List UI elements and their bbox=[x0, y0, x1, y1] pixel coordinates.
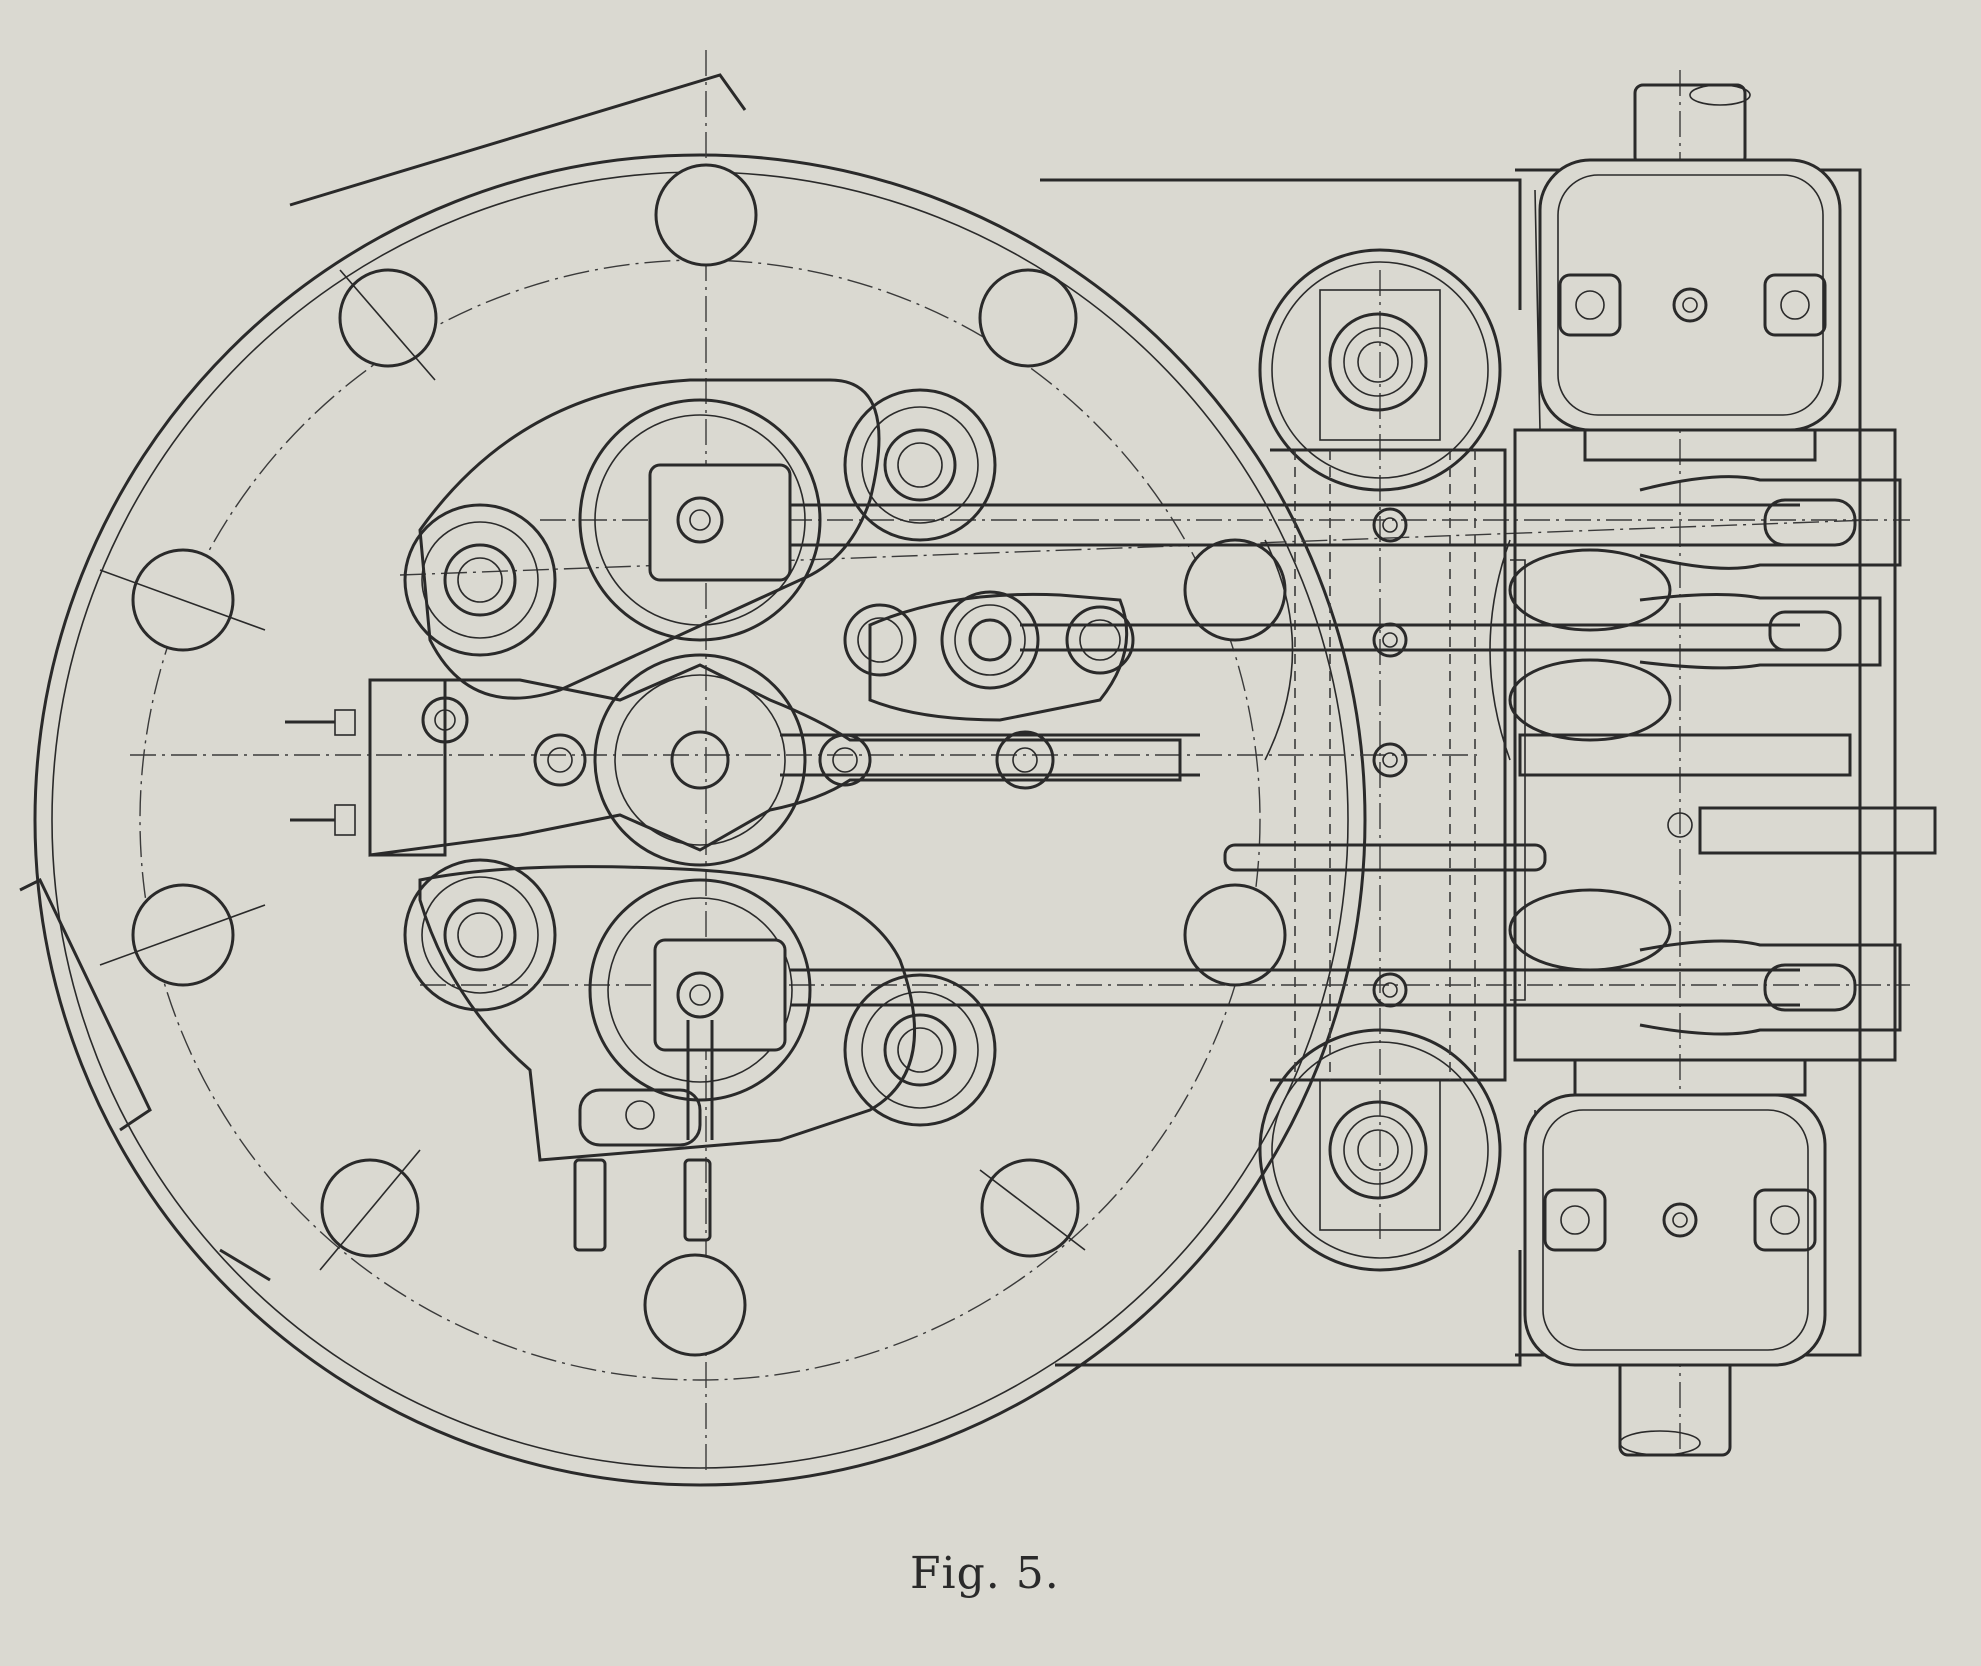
figure-caption: Fig. 5. bbox=[910, 1548, 1060, 1599]
valve-rods bbox=[780, 503, 1937, 1008]
fork-ends bbox=[1639, 475, 1902, 1036]
lower-eccentric bbox=[1258, 1028, 1502, 1272]
upper-bearing bbox=[1538, 83, 1842, 462]
upper-eccentric bbox=[1258, 248, 1502, 492]
upper-rocker-lever bbox=[403, 378, 997, 700]
central-column bbox=[1264, 428, 1897, 1082]
lower-rocker-lever bbox=[403, 858, 997, 1252]
middle-rocker-lever bbox=[285, 590, 1182, 867]
bolt-holes bbox=[99, 163, 1287, 1357]
lower-bearing bbox=[1523, 1058, 1827, 1457]
